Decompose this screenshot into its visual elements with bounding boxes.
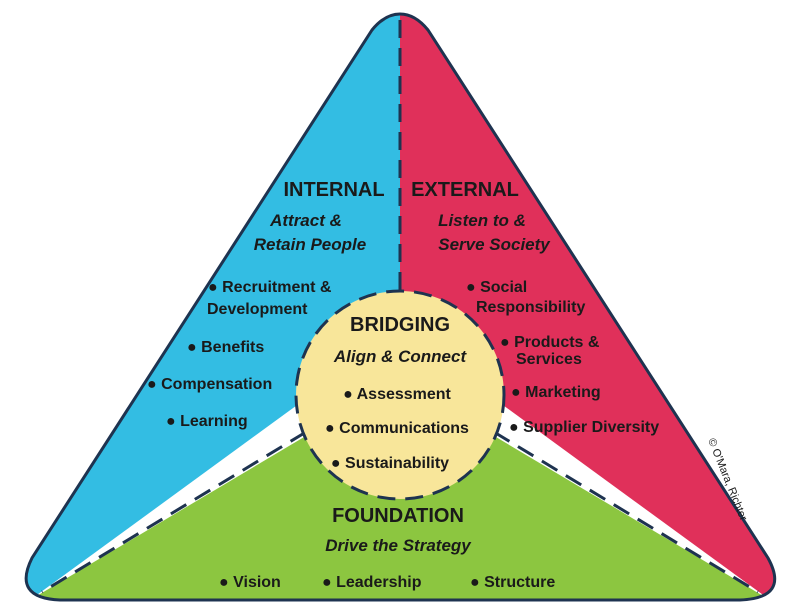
foundation-item-leadership: ● Leadership	[322, 574, 422, 591]
external-subtitle-2: Serve Society	[438, 235, 551, 254]
internal-item-learning: ● Learning	[166, 413, 248, 430]
external-title: EXTERNAL	[411, 179, 519, 201]
divider-left	[41, 430, 307, 594]
external-subtitle-1: Listen to &	[438, 211, 526, 230]
external-item-supplier-diversity: ● Supplier Diversity	[509, 419, 659, 436]
triangle-outline	[24, 12, 777, 602]
foundation-item-vision: ● Vision	[219, 574, 281, 591]
internal-item-compensation: ● Compensation	[147, 376, 272, 393]
foundation-item-structure: ● Structure	[470, 574, 555, 591]
internal-title: INTERNAL	[283, 179, 384, 201]
bridging-item-assessment: ● Assessment	[343, 386, 451, 403]
bridging-circle	[294, 289, 506, 501]
foundation-subtitle: Drive the Strategy	[325, 536, 472, 555]
internal-subtitle-1: Attract &	[269, 211, 342, 230]
external-item-social: ● Social	[466, 279, 527, 296]
bridging-item-sustainability: ● Sustainability	[331, 455, 449, 472]
internal-item-benefits: ● Benefits	[187, 339, 264, 356]
external-item-products: ● Products &	[500, 334, 600, 351]
internal-item-development: Development	[207, 301, 308, 318]
bridging-item-communications: ● Communications	[325, 420, 469, 437]
foundation-title: FOUNDATION	[332, 505, 464, 527]
dashed-dividers	[41, 20, 759, 594]
divider-right	[493, 430, 759, 594]
internal-subtitle-2: Retain People	[254, 235, 366, 254]
internal-item-recruitment: ● Recruitment &	[208, 279, 332, 296]
external-item-responsibility: Responsibility	[476, 299, 585, 316]
external-item-services: Services	[516, 351, 582, 368]
bridging-subtitle: Align & Connect	[333, 347, 468, 366]
bridging-title: BRIDGING	[350, 314, 450, 336]
external-item-marketing: ● Marketing	[511, 384, 601, 401]
